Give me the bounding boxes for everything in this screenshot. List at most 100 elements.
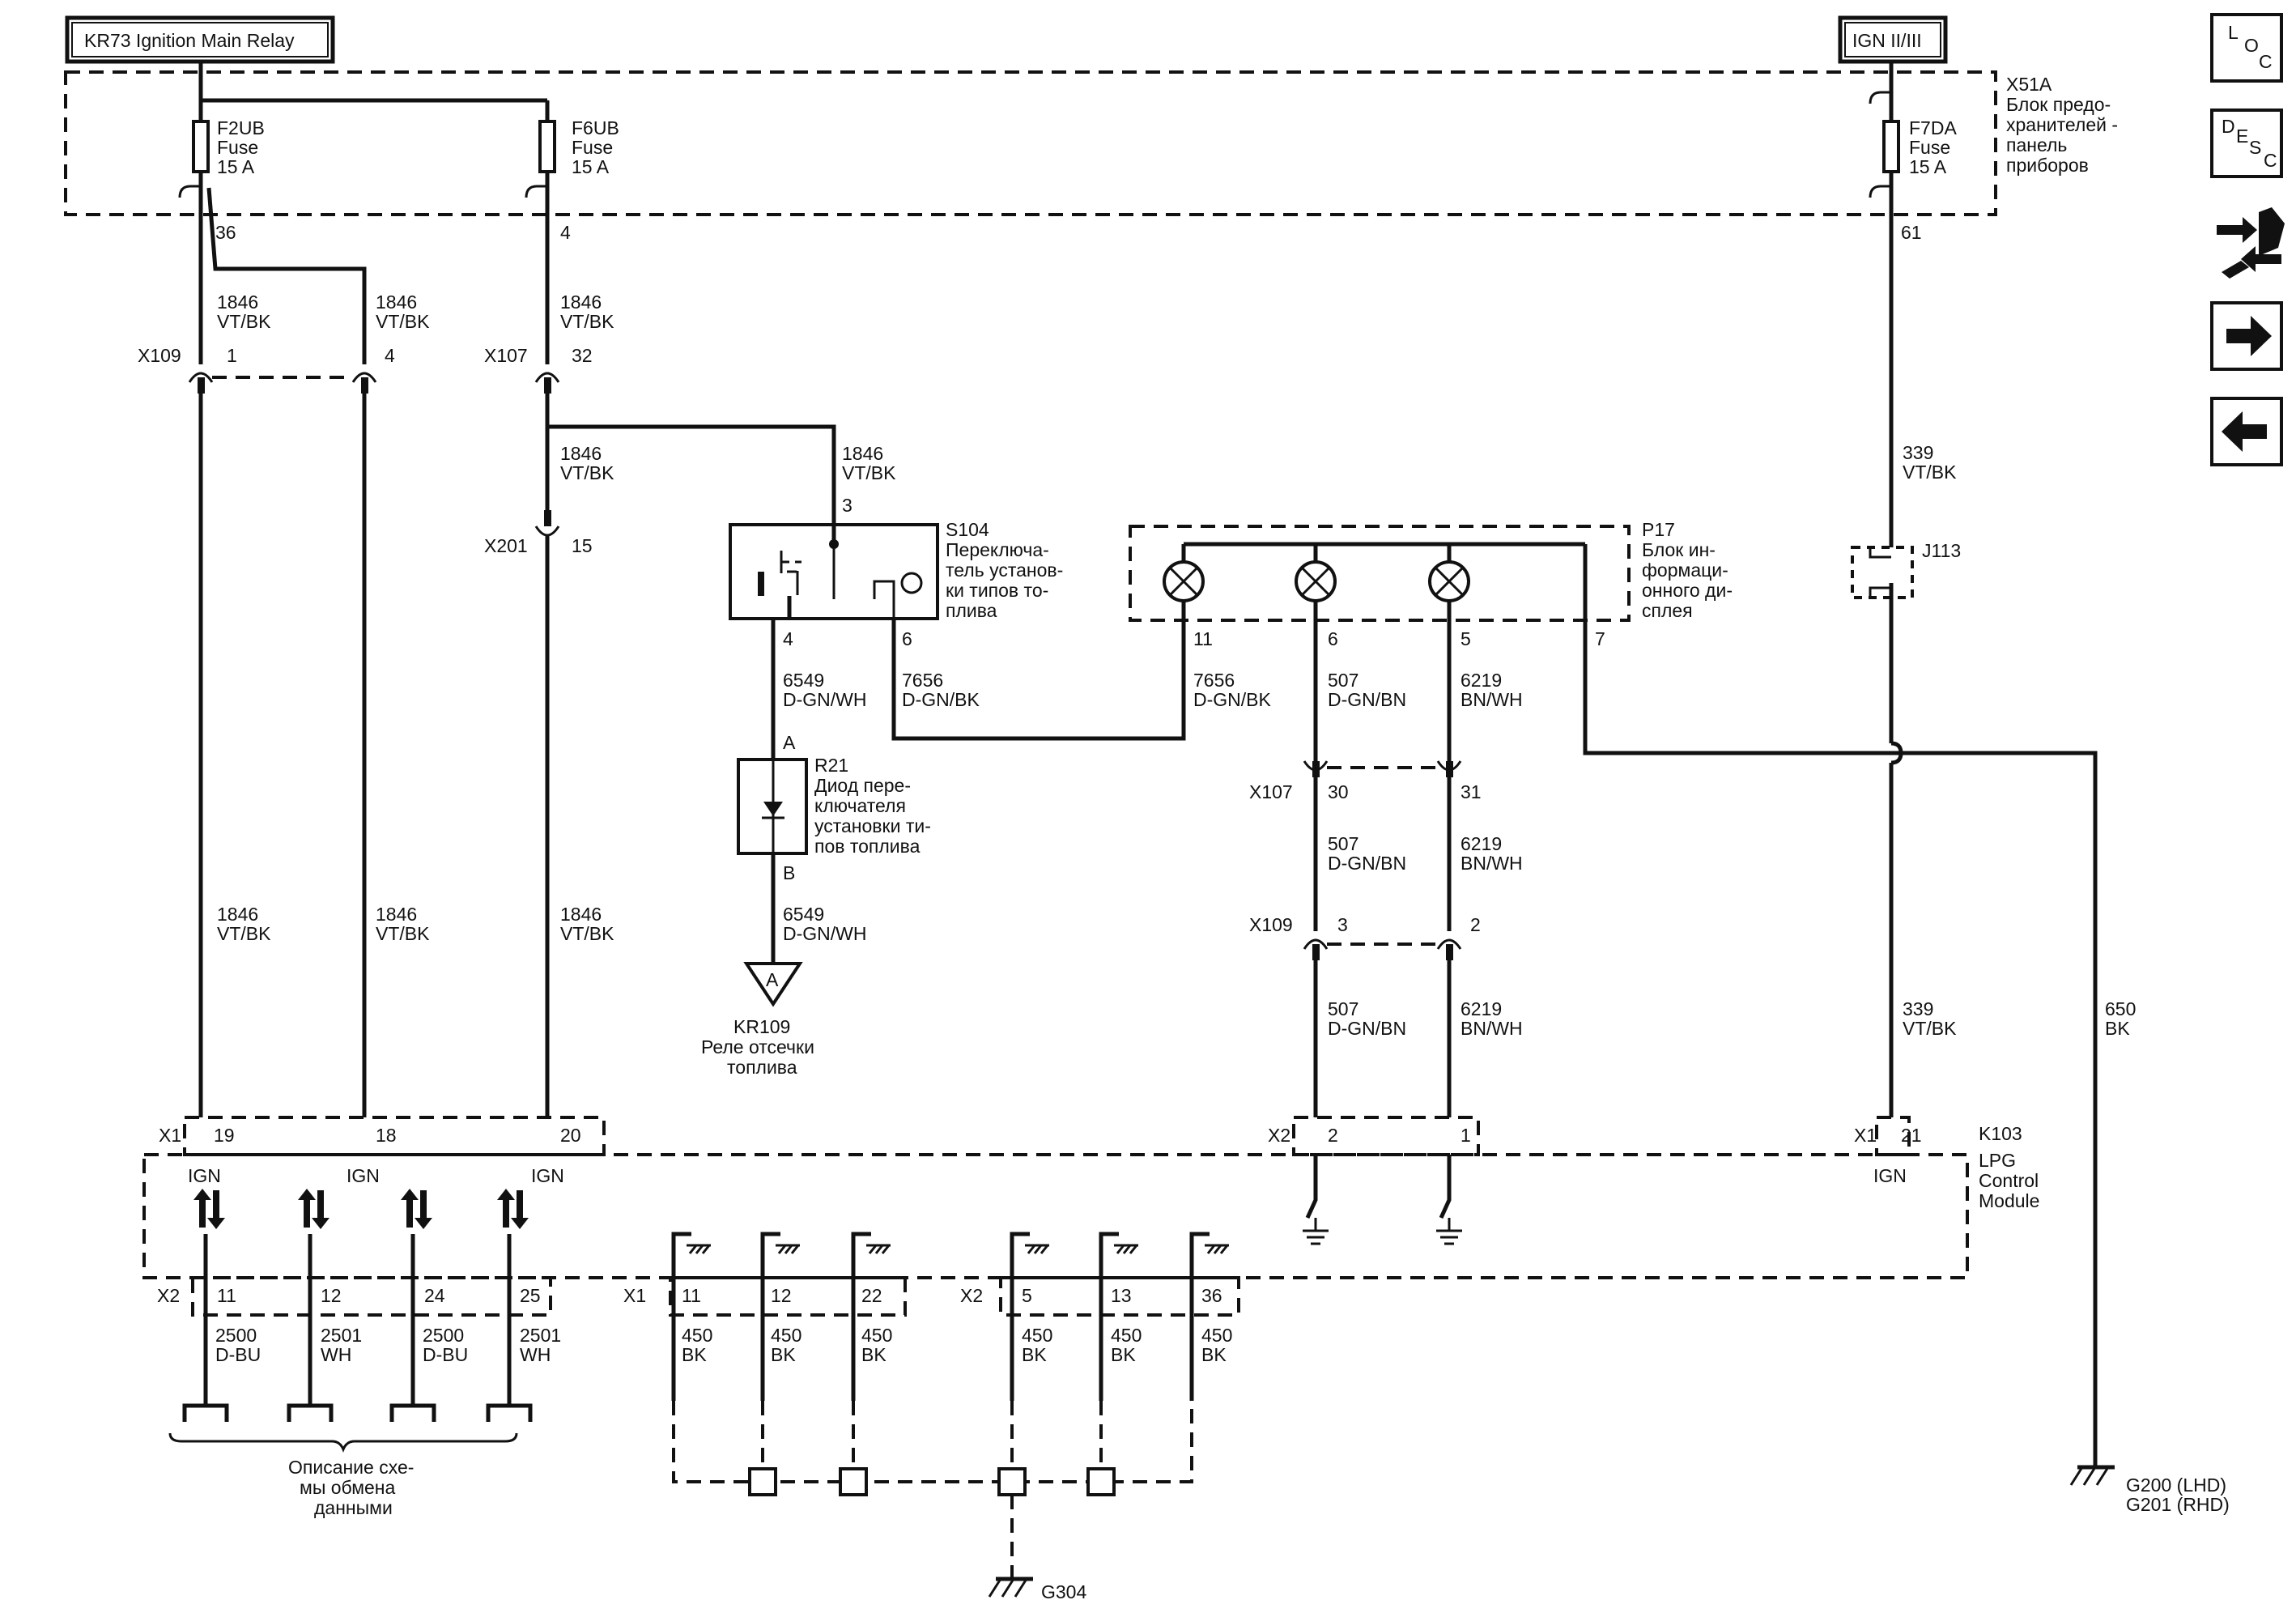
display-p17-pin-7: 7 [1595,628,1605,649]
location-button-c: C [2259,51,2273,72]
wire-507-a: 507 [1328,670,1358,691]
wire-6219-c: 6219 [1461,998,1502,1019]
fuse-block-desc-1: Блок предо- [2006,94,2111,115]
wire-450-c-color: BK [861,1344,887,1365]
wire-2500-b: 2500 [423,1325,464,1346]
fuse-block-desc-4: приборов [2006,155,2089,176]
display-p17 [1129,525,1631,622]
fuse-block-desc-2: хранителей - [2006,114,2118,135]
display-p17-desc-1: Блок ин- [1642,539,1716,560]
connector-x109-pin-1: 1 [227,345,237,366]
fuse-f7da-name: F7DA [1909,117,1957,138]
wire-2500-a-color: D-BU [215,1344,261,1365]
diode-r21 [737,758,808,855]
display-p17-desc-3: онного ди- [1642,580,1733,601]
display-p17-desc-4: сплея [1642,600,1693,621]
wire-450-f: 450 [1201,1325,1232,1346]
lamp-icon [1295,560,1337,602]
location-button-o: O [2244,35,2259,56]
module-k103-desc-2: Control [1979,1170,2039,1191]
module-pin-19: 19 [214,1125,235,1146]
wire-1846-f: 1846 [217,904,258,925]
wire-450-e-color: BK [1111,1344,1136,1365]
wire-507-b: 507 [1328,833,1358,854]
bidirectional-arrow-icon [401,1189,432,1229]
connector-x201-pin-15: 15 [572,535,593,556]
display-p17-desc-2: формаци- [1642,560,1728,581]
location-button[interactable] [2210,13,2283,83]
module-ign-19: IGN [188,1165,221,1186]
junction-j113-id: J113 [1922,540,1961,561]
module-k103-id: K103 [1979,1123,2022,1144]
kr109-flag-letter: A [766,969,779,990]
description-button-d: D [2222,116,2235,137]
module-k103-desc-3: Module [1979,1190,2039,1211]
wire-1846-g-color: VT/BK [376,923,430,944]
wire-1846-b: 1846 [376,291,417,313]
data-bracket [168,1432,518,1453]
wire-1846-g: 1846 [376,904,417,925]
diode-r21-id: R21 [814,755,848,776]
connector-x107-label: X107 [484,345,528,366]
ground-icon [1436,1218,1462,1245]
wire-6549-a: 6549 [783,670,824,691]
ground-g304: G304 [1041,1581,1086,1602]
back-arrow-button[interactable] [2210,397,2283,466]
bidirectional-arrow-icon [298,1189,330,1229]
bottom-x1-pin-12: 12 [771,1285,792,1306]
fuse-f6ub [525,120,556,198]
bidirectional-arrow-icon [193,1189,225,1229]
fuse-f7da-rating: 15 A [1909,156,1947,177]
bottom-pin-12: 12 [321,1285,342,1306]
connector-x201-label: X201 [484,535,528,556]
connector-x109-mid-label: X109 [1249,914,1293,935]
wire-507-a-color: D-GN/BN [1328,689,1406,710]
module-pin-20: 20 [560,1125,581,1146]
wire-450-c: 450 [861,1325,892,1346]
diode-r21-desc-4: пов топлива [814,836,921,857]
fuse-pin-36: 36 [215,222,236,243]
bottom-x1-pin-11: 11 [682,1285,701,1306]
data-link-terminal-icon [182,1403,533,1422]
fuse-f7da [1869,71,1900,198]
wire-507-c-color: D-GN/BN [1328,1018,1406,1039]
module-k103 [142,1153,1969,1279]
wire-2500-b-color: D-BU [423,1344,468,1365]
fuse-pin-61: 61 [1901,222,1922,243]
fuse-block-desc-3: панель [2006,134,2067,155]
connector-x107-mid-label: X107 [1249,781,1293,802]
ign-header: IGN II/III [1852,30,1922,51]
wire-6219-b-color: BN/WH [1461,853,1523,874]
wire-6219-a: 6219 [1461,670,1502,691]
wire-450-d: 450 [1022,1325,1052,1346]
bottom-x2-pin-36: 36 [1201,1285,1222,1306]
wire-6549-a-color: D-GN/WH [783,689,866,710]
switch-s104-pin-6: 6 [902,628,912,649]
wire-339-a: 339 [1903,442,1933,463]
wire-2501-a: 2501 [321,1325,362,1346]
connector-x109-top [188,372,377,394]
wire-1846-b-color: VT/BK [376,311,430,332]
bottom-pin-25: 25 [520,1285,541,1306]
wire-1846-c-color: VT/BK [560,311,614,332]
wire-650-color: BK [2105,1018,2130,1039]
description-button[interactable] [2210,109,2283,178]
module-x2-label: X2 [1268,1125,1290,1146]
display-p17-pin-6: 6 [1328,628,1338,649]
module-pin-1: 1 [1461,1125,1471,1146]
forward-arrow-button[interactable] [2210,301,2283,371]
repair-tool-icon[interactable] [2217,207,2285,279]
fuse-f2ub-name: F2UB [217,117,265,138]
bottom-x1-label: X1 [623,1285,646,1306]
wire-1846-e: 1846 [842,443,883,464]
ground-g200: G200 (LHD) [2126,1474,2226,1496]
fuse-pin-4: 4 [560,222,571,243]
ground-icon [1303,1218,1329,1245]
bottom-x2-pin-13: 13 [1111,1285,1132,1306]
lamp-icon [1428,560,1470,602]
wire-6219-b: 6219 [1461,833,1502,854]
kr109-id: KR109 [733,1016,790,1037]
wire-1846-d-color: VT/BK [560,462,614,483]
wire-1846-h-color: VT/BK [560,923,614,944]
